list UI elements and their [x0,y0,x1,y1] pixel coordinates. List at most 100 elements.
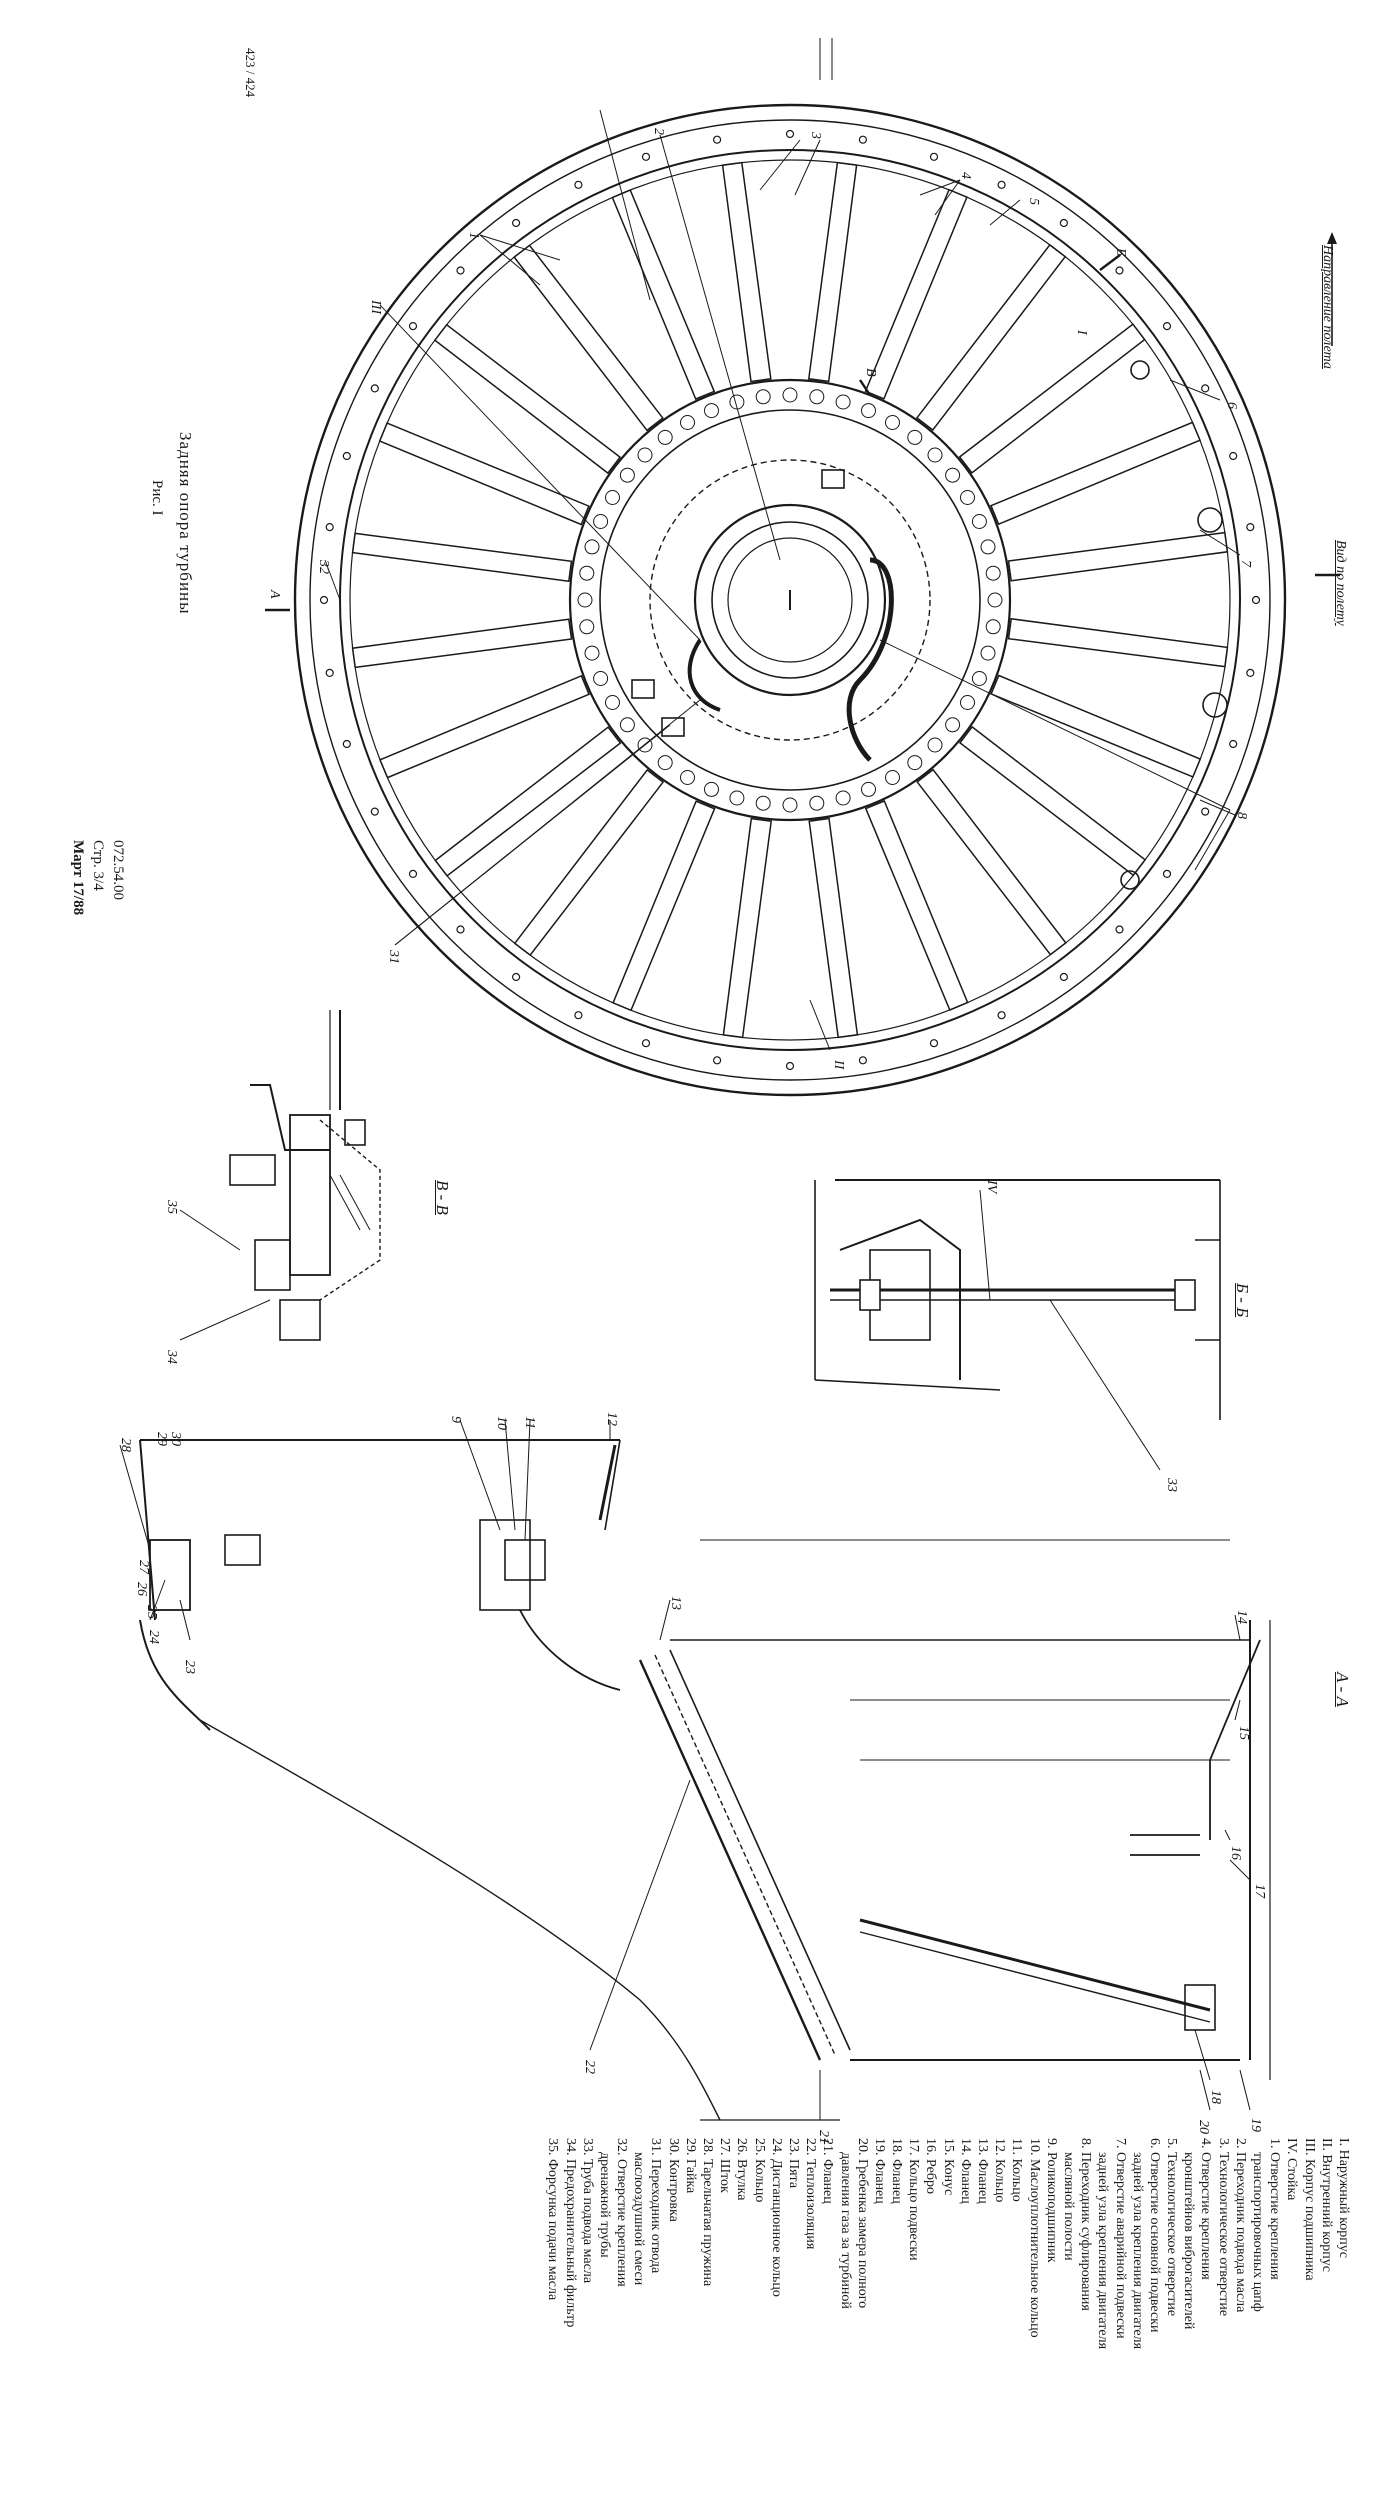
inner-casing-scallop [605,490,620,505]
legend-item: 3. Технологическое отверстие [1215,2138,1231,2317]
legend-item: 24. Дистанционное кольцо [768,2138,784,2297]
strut [990,674,1202,778]
strut [611,189,716,400]
strut [721,161,772,383]
bolt-hole [641,152,651,161]
inner-casing-scallop [619,717,635,733]
legend-item: 33. Труба подвода масла [579,2138,595,2284]
inner-casing-scallop [927,737,943,753]
emergency-mount-hole [1197,507,1223,533]
strut [915,243,1067,432]
legend-item: 27. Шток [717,2138,733,2193]
inner-casing-scallop [960,695,975,710]
legend-item: 1. Отверстие крепления [1267,2138,1283,2280]
section-b-b-title: Б - Б [1233,1283,1252,1318]
doc-date: Март 17/88 [70,840,86,916]
bolt-hole [929,152,939,161]
callout-29: 29 [154,1432,169,1446]
callout-34: 34 [164,1349,179,1364]
bolt-hole [456,266,465,275]
bolt-hole [456,925,465,934]
callout-35: 35 [164,1199,179,1214]
callout-2: 2 [651,128,666,135]
inner-casing-scallop [657,755,673,771]
bolt-hole [1162,869,1172,879]
callout-IV: IV [984,1179,999,1195]
callout-30: 30 [168,1431,183,1446]
bolt-hole [511,218,521,228]
legend-item: 16. Ребро [923,2138,939,2194]
section-marker-b [1099,254,1121,271]
flow-path-outer-inner-edge [349,159,1231,1041]
inner-casing-scallop [985,619,1001,635]
bolt-hole [325,522,334,532]
callout-4: 4 [958,172,973,179]
strut [433,323,622,475]
section-marker-b-text: Б [1113,248,1128,257]
legend-item: 14. Фланец [957,2138,973,2204]
view-label: Вид по полету [1332,540,1348,626]
inner-casing-scallop [593,671,609,686]
main-mount-hole [1120,870,1140,890]
bolt-hole [858,135,868,144]
bolt-hole [929,1039,939,1048]
figure-number: Рис. I [148,480,165,516]
bolt-hole [641,1039,651,1048]
legend-item: IV. Стойка [1284,2138,1300,2201]
callout-6: 6 [1224,402,1239,409]
callout-15: 15 [1236,1726,1251,1740]
callout-18: 18 [1208,2090,1223,2104]
legend-item: 34. Предохранительный фильтр [562,2138,578,2328]
page-number-text: 423 / 424 [243,48,258,98]
section-marker-a-letter: А [266,590,282,599]
strut [807,161,858,383]
inner-casing-scallop [680,415,695,430]
callout-12: 12 [604,1412,619,1426]
outer-casing-inner-edge [309,119,1271,1081]
legend-item: 30. Контровка [665,2138,681,2222]
legend-item: 8. Переходник суфлирования [1078,2138,1094,2311]
strut [379,674,590,779]
callout-27: 27 [136,1560,151,1575]
strut [434,726,622,877]
bolt-hole [370,807,379,816]
legend-item: 5. Технологическое отверстие [1164,2138,1180,2317]
callout-7: 7 [1238,560,1253,568]
bolt-hole [1059,972,1069,982]
legend-item: III. Корпус подшипника [1301,2138,1317,2281]
legend-item: 17. Кольцо подвески [906,2138,922,2261]
bolt-hole [1246,522,1255,532]
inner-casing-scallop [987,592,1003,608]
inner-casing-scallop [782,387,798,403]
main-mount-hole [1130,360,1150,380]
legend-item: масляной полости [1061,2138,1076,2261]
legend-item: транспортировочных цапф [1250,2138,1266,2312]
callout-8: 8 [1234,812,1249,819]
inner-casing-scallop [927,447,943,463]
legend-item: 29. Гайка [682,2138,698,2194]
inner-casing-scallop [980,539,996,555]
section-a-a [119,1419,1271,2121]
mounting-holes [319,129,1261,1071]
callout-19: 19 [1248,2118,1263,2132]
section-marker-v-text: В [863,368,878,377]
callout-11: 11 [522,1416,537,1429]
bearing-housing-inner [711,521,869,679]
bolt-hole [408,869,418,879]
strut [1007,617,1229,668]
inner-casing-scallop [579,565,595,581]
view-label-text: Вид по полету [1333,540,1348,626]
legend-item: задней узла крепления двигателя [1129,2138,1145,2350]
callout-26: 26 [134,1582,149,1596]
callout-1: 1 [466,232,481,239]
bolt-hole [712,135,722,144]
bolt-hole [1201,807,1210,816]
section-label-v-v: В - В [432,1180,452,1215]
legend-item: 9. Роликоподшипник [1043,2138,1059,2263]
inner-casing-scallop [945,717,961,733]
section-v-v [179,1010,381,1341]
